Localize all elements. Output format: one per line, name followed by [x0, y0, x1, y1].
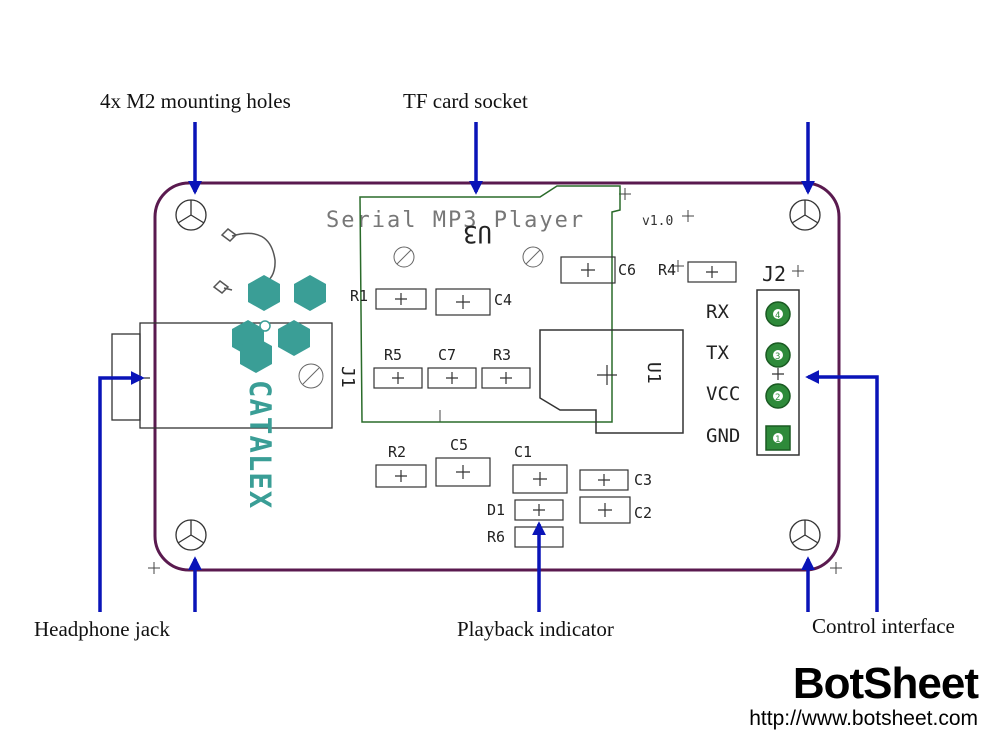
socket-hole-right — [522, 246, 544, 268]
c4-label: C4 — [494, 291, 512, 309]
pin-vcc-label: VCC — [706, 383, 740, 405]
pin-4-pad: 4 — [765, 301, 791, 327]
c3-label: C3 — [634, 471, 652, 489]
c2-footprint — [579, 496, 631, 524]
mounting-hole-top-right — [789, 199, 821, 231]
callout-headphone-jack: Headphone jack — [34, 617, 170, 641]
catalex-logo: CATALEX — [212, 228, 326, 509]
d1-label: D1 — [487, 501, 505, 519]
c1-label: C1 — [514, 443, 532, 461]
j2-connector-outline — [756, 289, 800, 456]
c1-footprint — [512, 464, 568, 494]
callout-tf-card-socket: TF card socket — [403, 89, 528, 113]
mounting-hole-top-left — [175, 199, 207, 231]
r5-label: R5 — [384, 346, 402, 364]
j1-label: J1 — [337, 366, 358, 388]
crosshair-marks — [148, 188, 842, 574]
svg-text:3: 3 — [775, 352, 780, 362]
c7-footprint — [427, 367, 477, 389]
brand-watermark: BotSheet http://www.botsheet.com — [749, 659, 979, 732]
tf-card-socket-outline — [359, 185, 621, 423]
r2-label: R2 — [388, 443, 406, 461]
mounting-hole-bottom-left — [175, 519, 207, 551]
board-version: v1.0 — [642, 214, 673, 229]
r3-footprint — [481, 367, 531, 389]
brand-url: http://www.botsheet.com — [749, 707, 978, 730]
j2-label: J2 — [762, 262, 786, 286]
svg-text:4: 4 — [775, 311, 780, 321]
arrow-control-interface — [805, 370, 879, 612]
jack-mount-hole — [298, 363, 324, 389]
r4-footprint — [687, 261, 737, 283]
c7-label: C7 — [438, 346, 456, 364]
r5-footprint — [373, 367, 423, 389]
svg-text:2: 2 — [775, 393, 780, 403]
c6-label: C6 — [618, 261, 636, 279]
board-title: Serial MP3 Player — [326, 208, 585, 233]
c2-label: C2 — [634, 504, 652, 522]
u1-chip-outline — [539, 329, 684, 434]
r4-label: R4 — [658, 261, 676, 279]
svg-text:1: 1 — [775, 435, 780, 445]
socket-hole-left — [393, 246, 415, 268]
u3-label: U3 — [463, 220, 492, 248]
arrow-headphone-jack — [98, 371, 145, 612]
pin-rx-label: RX — [706, 301, 729, 323]
callout-playback-indicator: Playback indicator — [457, 617, 614, 641]
r2-footprint — [375, 464, 427, 488]
u1-label: U1 — [643, 362, 664, 384]
callout-control-interface: Control interface — [812, 614, 955, 638]
pin-tx-label: TX — [706, 342, 729, 364]
pin-gnd-label: GND — [706, 425, 740, 447]
pin-1-pad: 1 — [765, 425, 791, 451]
r1-label: R1 — [350, 287, 368, 305]
pin-3-pad: 3 — [765, 342, 791, 368]
logo-text: CATALEX — [243, 380, 277, 509]
r6-label: R6 — [487, 528, 505, 546]
brand-name: BotSheet — [792, 659, 979, 708]
d1-footprint — [514, 499, 564, 521]
pin-2-pad: 2 — [765, 383, 791, 409]
c4-footprint — [435, 288, 491, 316]
c5-footprint — [435, 457, 491, 487]
mounting-hole-bottom-right — [789, 519, 821, 551]
c6-footprint — [560, 256, 616, 284]
c3-footprint — [579, 469, 629, 491]
callout-mounting-holes: 4x M2 mounting holes — [100, 89, 291, 113]
r3-label: R3 — [493, 346, 511, 364]
r1-footprint — [375, 288, 427, 310]
c5-label: C5 — [450, 436, 468, 454]
